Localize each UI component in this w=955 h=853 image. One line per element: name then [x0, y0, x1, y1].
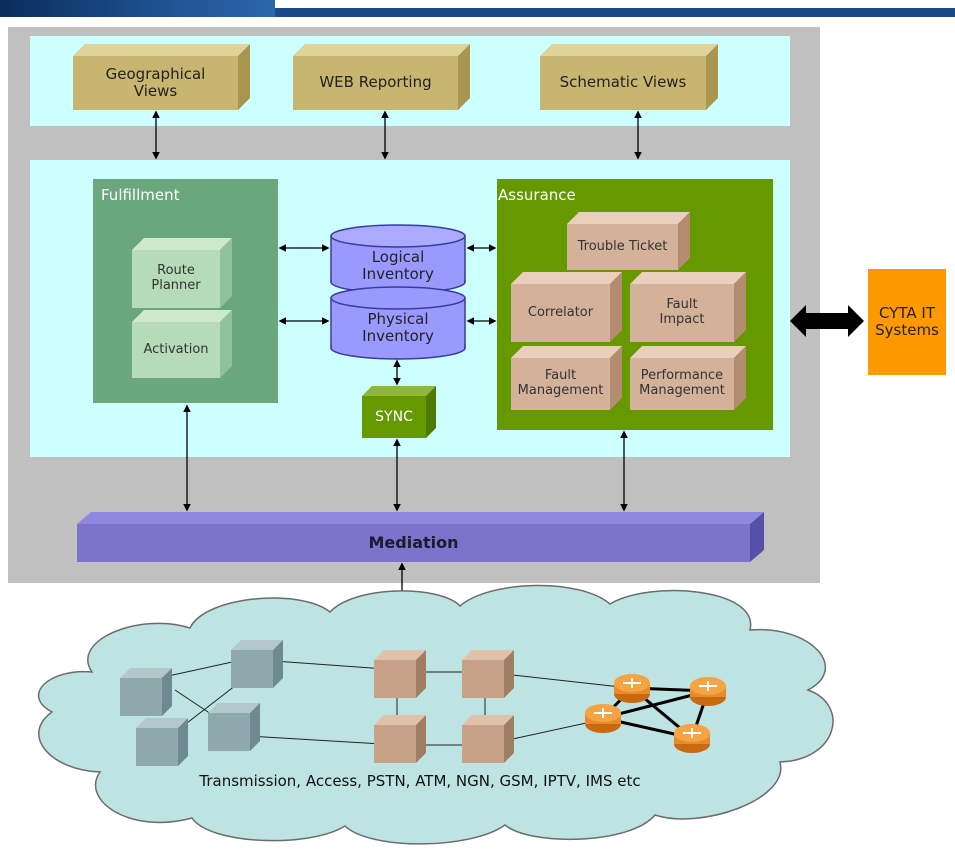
sync-box	[362, 386, 436, 438]
activation-box	[132, 310, 232, 378]
physical-inventory-db	[330, 286, 466, 360]
network-node-grey-4	[208, 703, 260, 751]
fulfillment-title: Fulfillment	[101, 186, 180, 204]
fault-impact-label: Fault Impact	[659, 297, 705, 327]
logical-inventory-db	[330, 224, 466, 294]
schematic-views-label: Schematic Views	[559, 73, 687, 92]
correlator-box	[511, 272, 622, 342]
mediation-label: Mediation	[368, 532, 459, 552]
physical-inventory-label: Physical Inventory	[362, 309, 434, 345]
network-label: Transmission, Access, PSTN, ATM, NGN, GS…	[199, 772, 641, 791]
network-node-grey-3	[136, 718, 188, 766]
arrow-external	[790, 305, 864, 337]
mediation-bar	[77, 512, 764, 562]
router-icon	[585, 704, 621, 733]
trouble-ticket-box	[567, 212, 690, 270]
web-reporting-label: WEB Reporting	[319, 73, 432, 92]
trouble-ticket-label: Trouble Ticket	[577, 238, 668, 254]
assurance-title: Assurance	[498, 186, 576, 204]
geo-views-label: Geographical Views	[105, 64, 206, 100]
fault-impact-box	[630, 272, 746, 342]
fault-management-label: Fault Management	[517, 368, 604, 398]
logical-inventory-label: Logical Inventory	[362, 247, 434, 283]
activation-label: Activation	[143, 341, 209, 357]
sync-label: SYNC	[375, 408, 413, 425]
router-icon	[690, 677, 726, 706]
router-icon	[614, 674, 650, 703]
header-rule	[275, 8, 955, 17]
web-reporting-box	[293, 44, 470, 110]
network-node-tan-4	[462, 715, 514, 763]
geo-views-box	[73, 44, 250, 110]
performance-management-label: Performance Management	[639, 368, 725, 398]
router-icon	[674, 724, 710, 753]
network-node-tan-1	[374, 650, 426, 698]
schematic-views-box	[540, 44, 718, 110]
correlator-label: Correlator	[527, 304, 594, 320]
performance-management-box	[630, 346, 746, 410]
route-planner-label: Route Planner	[151, 263, 201, 293]
network-node-grey-2	[231, 640, 283, 688]
network-node-tan-3	[374, 715, 426, 763]
external-systems-label: CYTA IT Systems	[875, 303, 939, 339]
route-planner-box	[132, 238, 232, 308]
header-banner	[0, 0, 275, 17]
external-systems-box	[868, 269, 946, 375]
fault-management-box	[511, 346, 622, 410]
network-node-grey-1	[120, 668, 172, 716]
network-node-tan-2	[462, 650, 514, 698]
